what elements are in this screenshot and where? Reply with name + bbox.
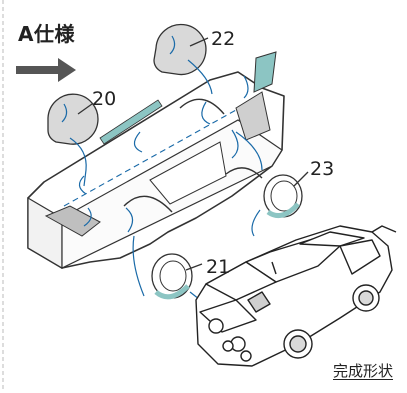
- part-23-wheel: [235, 131, 309, 237]
- body-part: [27, 51, 285, 270]
- part-20-disc: [47, 93, 99, 187]
- part-label-20: 20: [92, 88, 117, 110]
- caption-finished-shape: 完成形状: [332, 362, 393, 380]
- spec-title: A仕様: [18, 22, 75, 46]
- finished-car: [195, 225, 397, 367]
- part-label-22: 22: [211, 28, 236, 50]
- part-label-21: 21: [206, 256, 231, 278]
- part-label-23: 23: [310, 158, 335, 180]
- part-22-disc: [153, 23, 213, 95]
- direction-arrow: [16, 58, 76, 82]
